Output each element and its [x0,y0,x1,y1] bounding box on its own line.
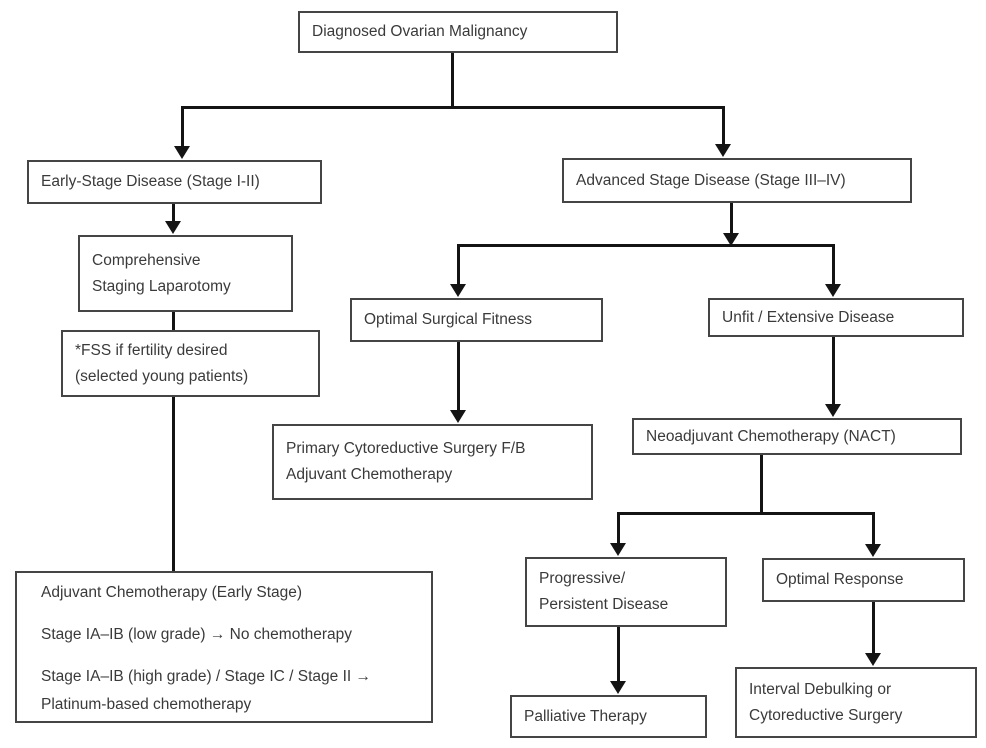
node-label: Early-Stage Disease (Stage I-II) [41,173,260,190]
node-label: Optimal Response [776,571,904,588]
node-neoadjuvant-chemotherapy: Neoadjuvant Chemotherapy (NACT) [632,418,962,455]
connector-early-to-staging [172,204,175,224]
arrowhead-down-icon [610,543,626,556]
node-interval-debulking-surgery: Interval Debulking or Cytoreductive Surg… [735,667,977,738]
node-optimal-surgical-fitness: Optimal Surgical Fitness [350,298,603,342]
arrowhead-down-icon [723,233,739,246]
node-paragraph: Stage IA–IB (high grade) / Stage IC / St… [41,668,371,713]
arrowhead-down-icon [450,410,466,423]
node-paragraph: Stage IA–IB (low grade) → No chemotherap… [41,626,353,643]
connector-branch-to-fit [457,244,460,286]
arrowhead-down-icon [865,544,881,557]
node-paragraph: Adjuvant Chemotherapy (Early Stage) [41,584,303,601]
node-label-line: Adjuvant Chemotherapy [286,466,453,483]
connector-fss-to-adjuvant [172,397,175,571]
node-unfit-extensive-disease: Unfit / Extensive Disease [708,298,964,337]
node-label: Unfit / Extensive Disease [722,308,895,326]
node-label: Diagnosed Ovarian Malignancy [312,23,528,40]
node-label: Advanced Stage Disease (Stage III–IV) [576,171,846,189]
connector-advanced-stem [730,203,733,234]
node-primary-cytoreductive-surgery: Primary Cytoreductive Surgery F/B Adjuva… [272,424,593,500]
node-label: Neoadjuvant Chemotherapy (NACT) [646,427,896,445]
connector-branch-to-early [181,106,184,146]
connector-staging-to-fss [172,312,175,330]
node-label-line: Primary Cytoreductive Surgery F/B [286,440,526,457]
arrowhead-down-icon [165,221,181,234]
connector-fit-to-pcs [457,342,460,412]
arrowhead-down-icon [825,404,841,417]
node-diagnosed-ovarian-malignancy: Diagnosed Ovarian Malignancy [298,11,618,53]
connector-root-stem [451,52,454,109]
node-progressive-persistent-disease: Progressive/ Persistent Disease [525,557,727,627]
node-label-line: *FSS if fertility desired [75,341,228,359]
arrowhead-down-icon [174,146,190,159]
node-optimal-response: Optimal Response [762,558,965,602]
connector-optimal-response-to-interval [872,602,875,654]
arrowhead-down-icon [825,284,841,297]
node-label-line: Staging Laparotomy [92,277,231,295]
node-early-stage-disease: Early-Stage Disease (Stage I-II) [27,160,322,204]
node-label-line: Interval Debulking or [749,680,892,698]
arrowhead-down-icon [865,653,881,666]
arrowhead-down-icon [610,681,626,694]
node-palliative-therapy: Palliative Therapy [510,695,707,738]
connector-advanced-branch [457,244,835,247]
node-label-line: Persistent Disease [539,596,669,613]
connector-nact-stem [760,454,763,515]
node-label-line: (selected young patients) [75,367,249,385]
node-comprehensive-staging-laparotomy: Comprehensive Staging Laparotomy [78,235,293,312]
connector-branch-to-optimal-response [872,512,875,545]
connector-progressive-to-palliative [617,627,620,682]
node-label-line: Comprehensive [92,251,201,269]
node-label-line: Progressive/ [539,570,626,587]
connector-unfit-to-nact [832,337,835,406]
connector-top-branch [181,106,725,109]
node-fss-fertility-note: *FSS if fertility desired (selected youn… [61,330,320,397]
node-advanced-stage-disease: Advanced Stage Disease (Stage III–IV) [562,158,912,203]
connector-branch-to-unfit [832,244,835,286]
node-label-line: Cytoreductive Surgery [749,706,903,724]
arrowhead-down-icon [715,144,731,157]
arrowhead-down-icon [450,284,466,297]
node-label: Palliative Therapy [524,707,647,725]
connector-branch-to-progressive [617,512,620,544]
node-label: Optimal Surgical Fitness [364,311,532,328]
connector-nact-branch [617,512,875,515]
node-adjuvant-chemotherapy-early-stage: Adjuvant Chemotherapy (Early Stage) Stag… [15,571,433,723]
connector-branch-to-advanced [722,106,725,144]
